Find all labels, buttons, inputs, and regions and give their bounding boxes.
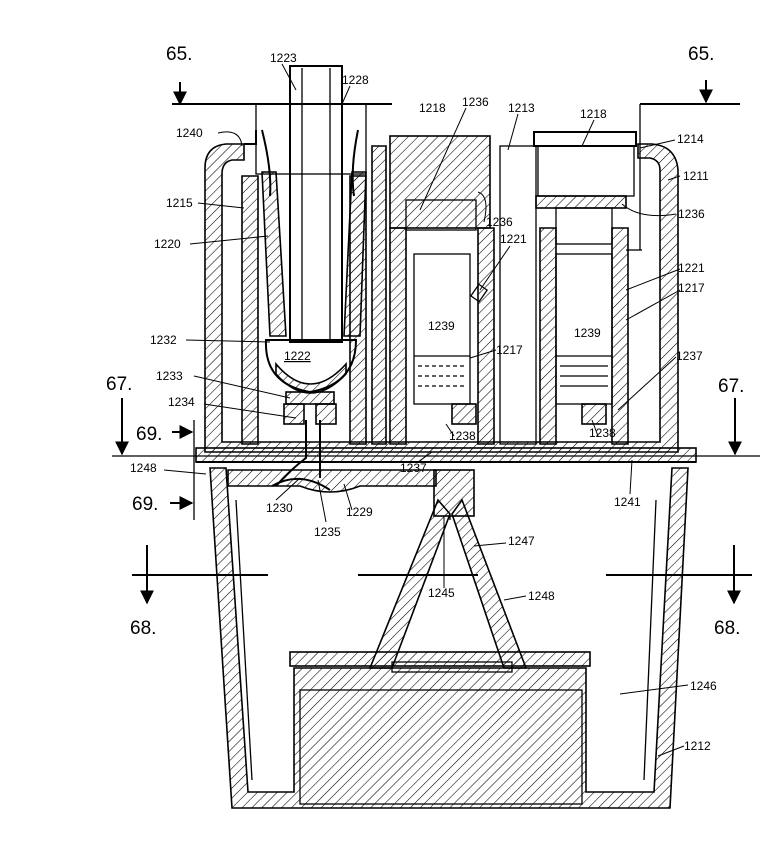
section-label-68-right: 68. [714, 618, 740, 639]
section-line-69 [170, 420, 194, 520]
cap-1218-right [534, 132, 636, 208]
label-1213: 1213 [508, 101, 535, 115]
label-1247: 1247 [508, 534, 535, 548]
label-1238-left: 1238 [449, 429, 476, 443]
section-label-67-right: 67. [718, 376, 744, 397]
label-1248-right: 1248 [528, 589, 555, 603]
label-1236-top: 1236 [462, 95, 489, 109]
label-1248-left: 1248 [130, 461, 157, 475]
funnel [370, 500, 526, 668]
label-1220: 1220 [154, 237, 181, 251]
section-label-67-left: 67. [106, 374, 132, 395]
label-1212: 1212 [684, 739, 711, 753]
section-label-68-left: 68. [130, 618, 156, 639]
label-1221-mid: 1221 [500, 232, 527, 246]
canister-right [540, 104, 642, 444]
label-1232: 1232 [150, 333, 177, 347]
canister-left [390, 228, 494, 444]
section-label-65-right: 65. [688, 44, 714, 65]
label-1211: 1211 [683, 169, 709, 183]
bowl-1222 [266, 340, 356, 486]
label-1218-left: 1218 [419, 101, 446, 115]
label-1236-mid: 1236 [486, 215, 513, 229]
label-1215: 1215 [166, 196, 193, 210]
cap-1218-left [390, 136, 490, 230]
label-1217-left: 1217 [496, 343, 523, 357]
label-1228: 1228 [342, 73, 369, 87]
label-1223: 1223 [270, 51, 297, 65]
section-label-69-bottom: 69. [132, 494, 158, 515]
section-label-65-left: 65. [166, 44, 192, 65]
label-1217-right: 1217 [678, 281, 705, 295]
label-1245: 1245 [428, 586, 455, 600]
label-1246: 1246 [690, 679, 717, 693]
label-1237-right: 1237 [676, 349, 703, 363]
label-1239-left: 1239 [428, 319, 455, 333]
tube-1223 [290, 66, 342, 342]
label-1230: 1230 [266, 501, 293, 515]
label-1236-right: 1236 [678, 207, 705, 221]
label-1238-right: 1238 [589, 426, 616, 440]
label-1241: 1241 [614, 495, 641, 509]
section-label-69-top: 69. [136, 424, 162, 445]
label-1214: 1214 [677, 132, 704, 146]
label-1218-right: 1218 [580, 107, 607, 121]
label-1237-bottom: 1237 [400, 461, 427, 475]
platform [196, 448, 696, 462]
section-line-65 [172, 80, 740, 104]
label-1234: 1234 [168, 395, 195, 409]
label-1235: 1235 [314, 525, 341, 539]
label-1240: 1240 [176, 126, 203, 140]
label-1222: 1222 [284, 349, 311, 363]
label-1233: 1233 [156, 369, 183, 383]
label-1221-right: 1221 [678, 261, 705, 275]
label-1229: 1229 [346, 505, 373, 519]
label-1239-right: 1239 [574, 326, 601, 340]
lower-container [210, 468, 688, 808]
